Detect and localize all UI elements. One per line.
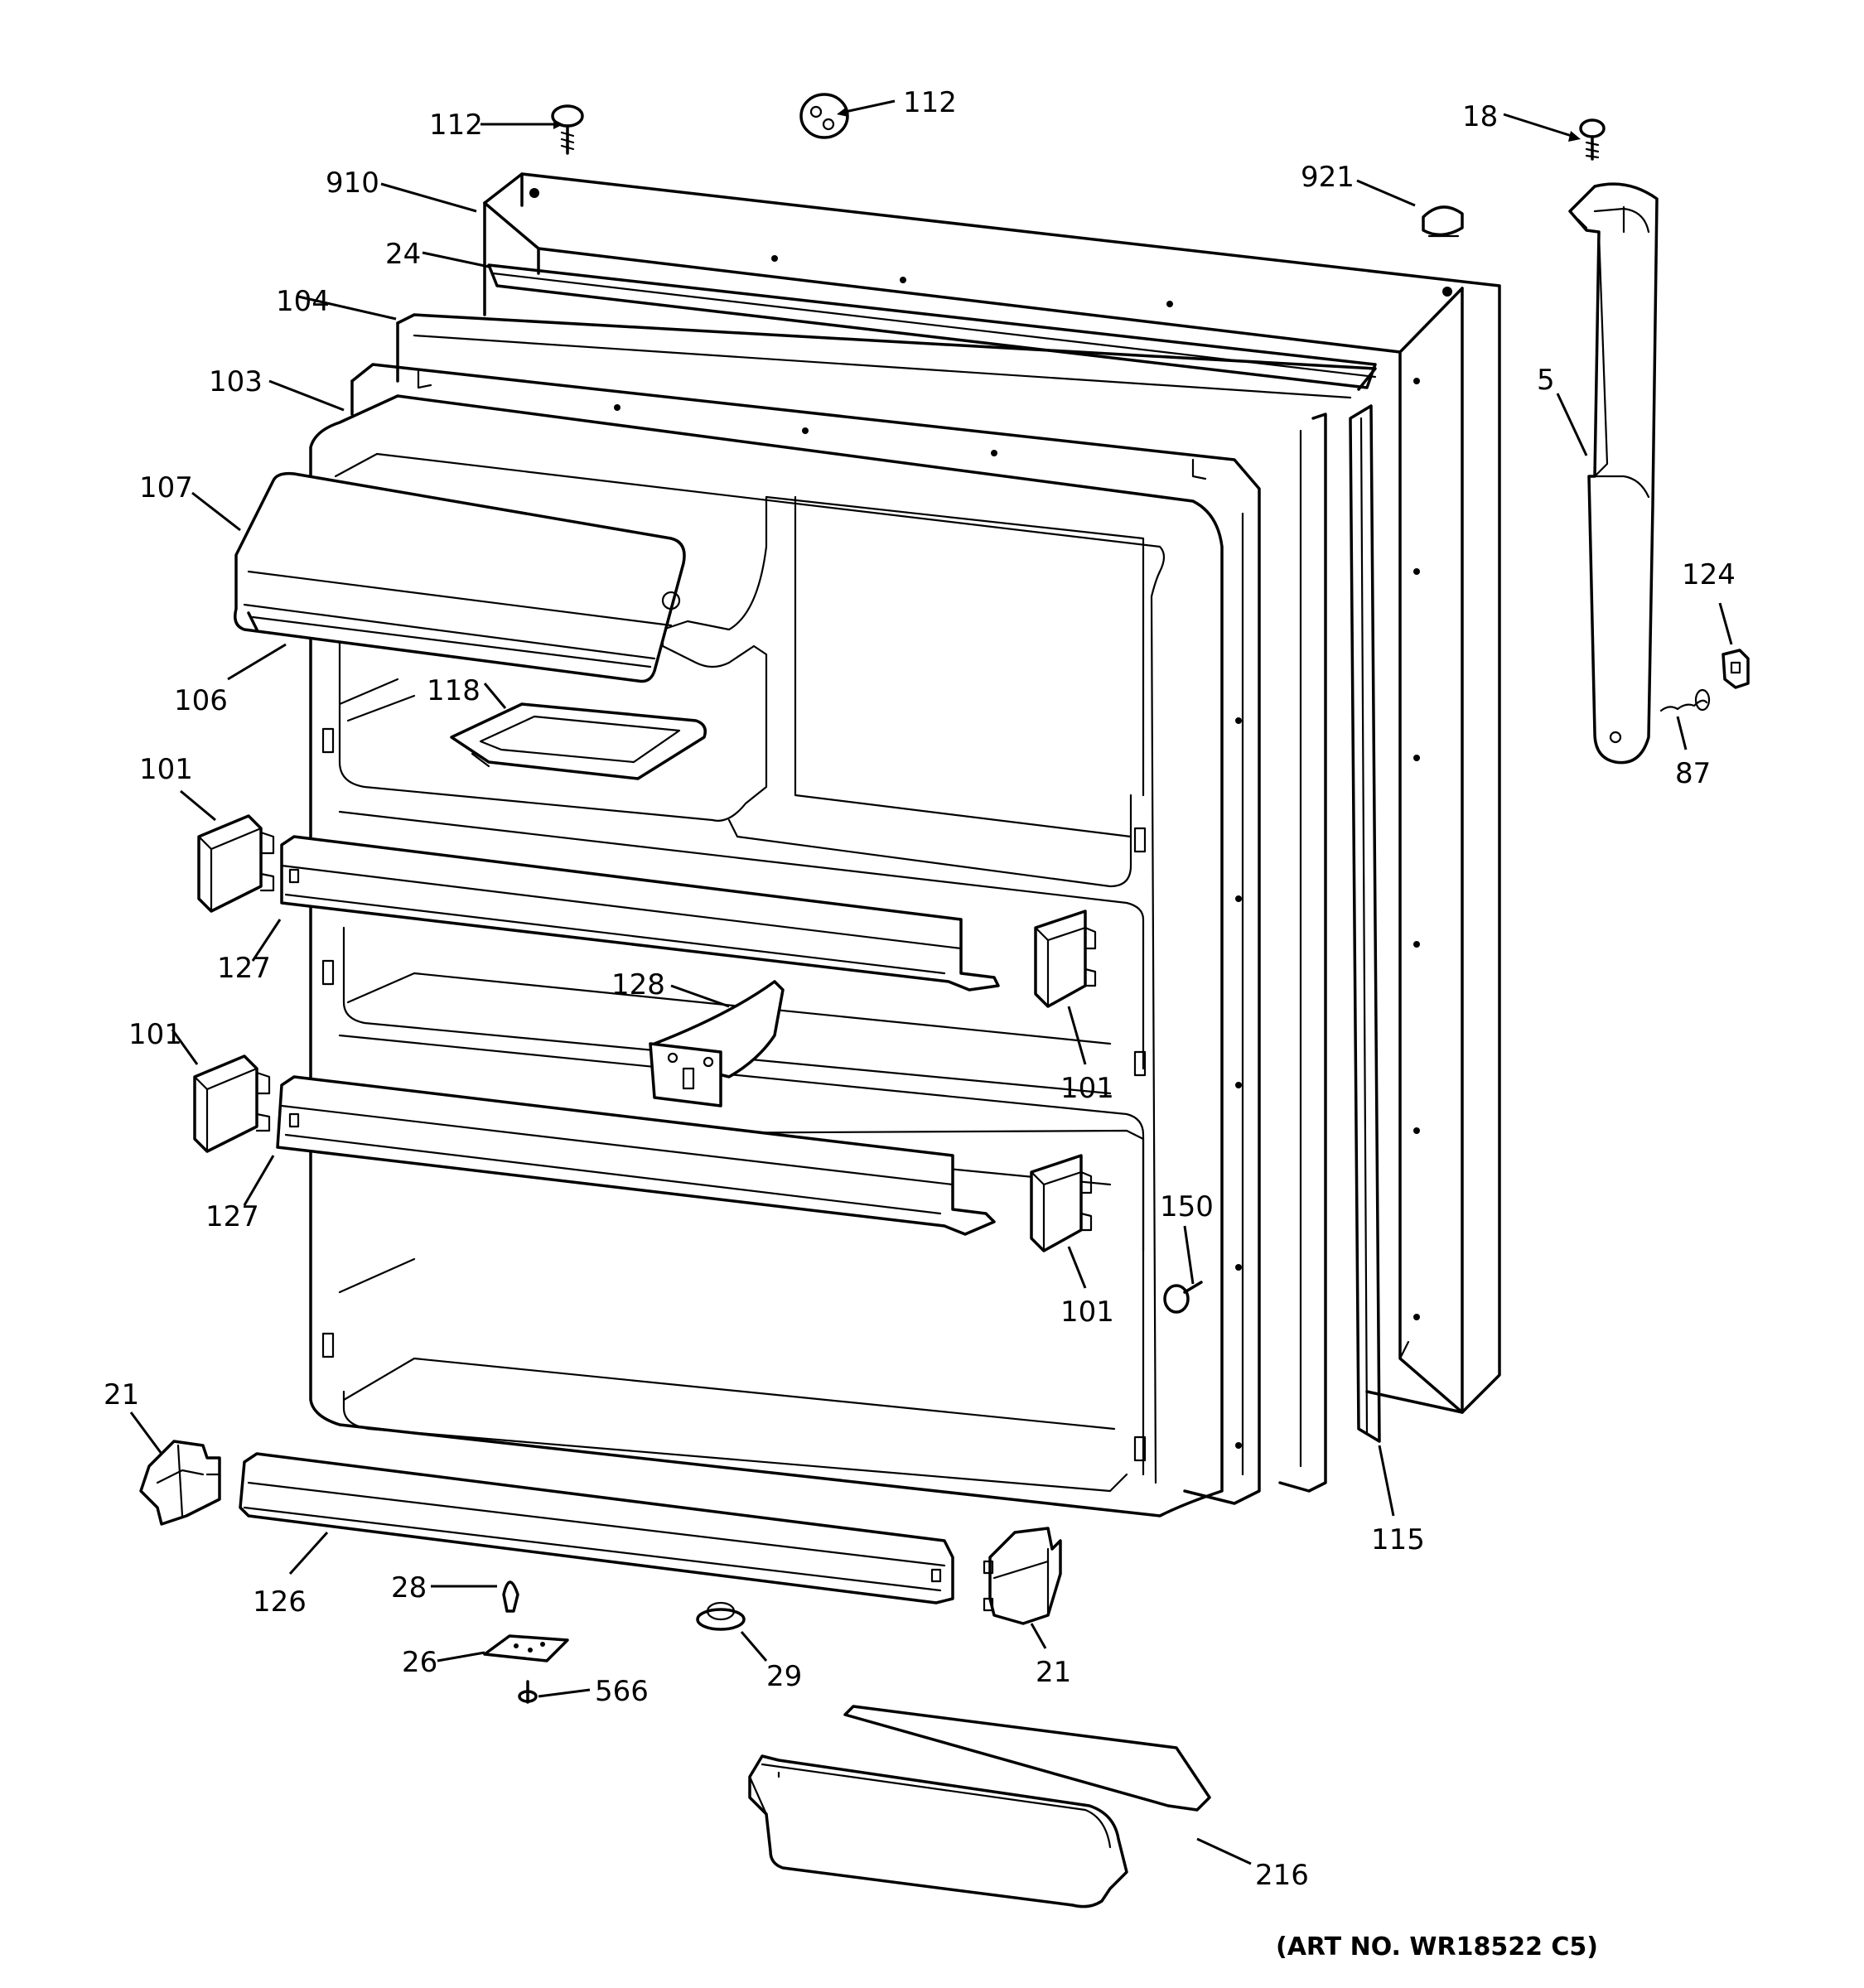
shelf-end-cap-4 [1030, 1154, 1093, 1252]
shelf-end-cap-2 [193, 1054, 271, 1153]
screw-112-top [551, 104, 584, 155]
bottom-door-rail [239, 1452, 954, 1604]
plug-button-112 [799, 93, 849, 139]
shelf-end-cap-3 [1034, 910, 1097, 1008]
callout-103: 103 [209, 365, 263, 398]
callout-101: 101 [139, 753, 193, 786]
callout-112: 112 [429, 109, 483, 142]
callout-5: 5 [1537, 364, 1555, 397]
callout-29: 29 [766, 1660, 802, 1693]
door-gasket [396, 313, 1377, 1493]
grommet-29 [696, 1601, 746, 1631]
door-handle [1568, 182, 1659, 765]
door-shelf-lower [276, 1075, 996, 1236]
callout-104: 104 [276, 285, 330, 318]
breaker-strip [1349, 404, 1381, 1443]
callout-127: 127 [205, 1200, 259, 1233]
callout-21: 21 [1036, 1656, 1071, 1689]
callout-26: 26 [402, 1646, 437, 1679]
callout-107: 107 [139, 471, 193, 504]
outer-door-panel [483, 172, 1501, 1414]
hinge-plate-26 [483, 1634, 569, 1662]
callout-101: 101 [1060, 1296, 1114, 1329]
callout-150: 150 [1160, 1190, 1214, 1223]
callout-28: 28 [391, 1571, 427, 1604]
callout-910: 910 [326, 166, 379, 200]
rail-end-cap-left [139, 1440, 221, 1526]
callout-124: 124 [1682, 558, 1736, 591]
callout-labels: 112 112 18 910 921 24 104 103 5 107 124 … [104, 86, 1736, 1961]
callout-87: 87 [1675, 757, 1711, 790]
rail-end-cap-right [983, 1527, 1062, 1625]
callout-18: 18 [1462, 100, 1498, 133]
callout-115: 115 [1371, 1523, 1425, 1556]
plug-button-921 [1422, 205, 1464, 238]
screw-566 [518, 1680, 538, 1704]
screw-18 [1579, 118, 1606, 161]
pin-28 [502, 1580, 519, 1613]
callout-101: 101 [1060, 1072, 1114, 1105]
spring-87 [1659, 688, 1711, 712]
callout-112: 112 [903, 86, 957, 119]
callout-126: 126 [253, 1585, 307, 1619]
door-bin [748, 1705, 1211, 1908]
callout-118: 118 [427, 674, 480, 707]
screw-150 [1163, 1281, 1203, 1314]
butter-tray [450, 702, 707, 780]
callout-921: 921 [1301, 161, 1355, 194]
callout-127: 127 [217, 952, 271, 985]
callout-21: 21 [104, 1378, 139, 1411]
door-liner [350, 363, 1261, 1505]
callout-216: 216 [1255, 1859, 1309, 1892]
shelf-retainer-bracket [649, 980, 785, 1107]
clip-124 [1722, 649, 1750, 689]
callout-128: 128 [611, 968, 665, 1001]
callout-101: 101 [128, 1018, 182, 1051]
dairy-compartment-door [234, 471, 686, 683]
callout-24: 24 [385, 238, 421, 271]
leader-lines [129, 99, 1733, 1865]
callout-106: 106 [174, 684, 228, 717]
callout-566: 566 [595, 1675, 649, 1708]
door-shelf-upper [280, 835, 1000, 992]
shelf-end-cap-1 [197, 814, 275, 913]
art-number: (ART NO. WR18522 C5) [1276, 1933, 1598, 1961]
top-trim-strip [487, 263, 1377, 389]
